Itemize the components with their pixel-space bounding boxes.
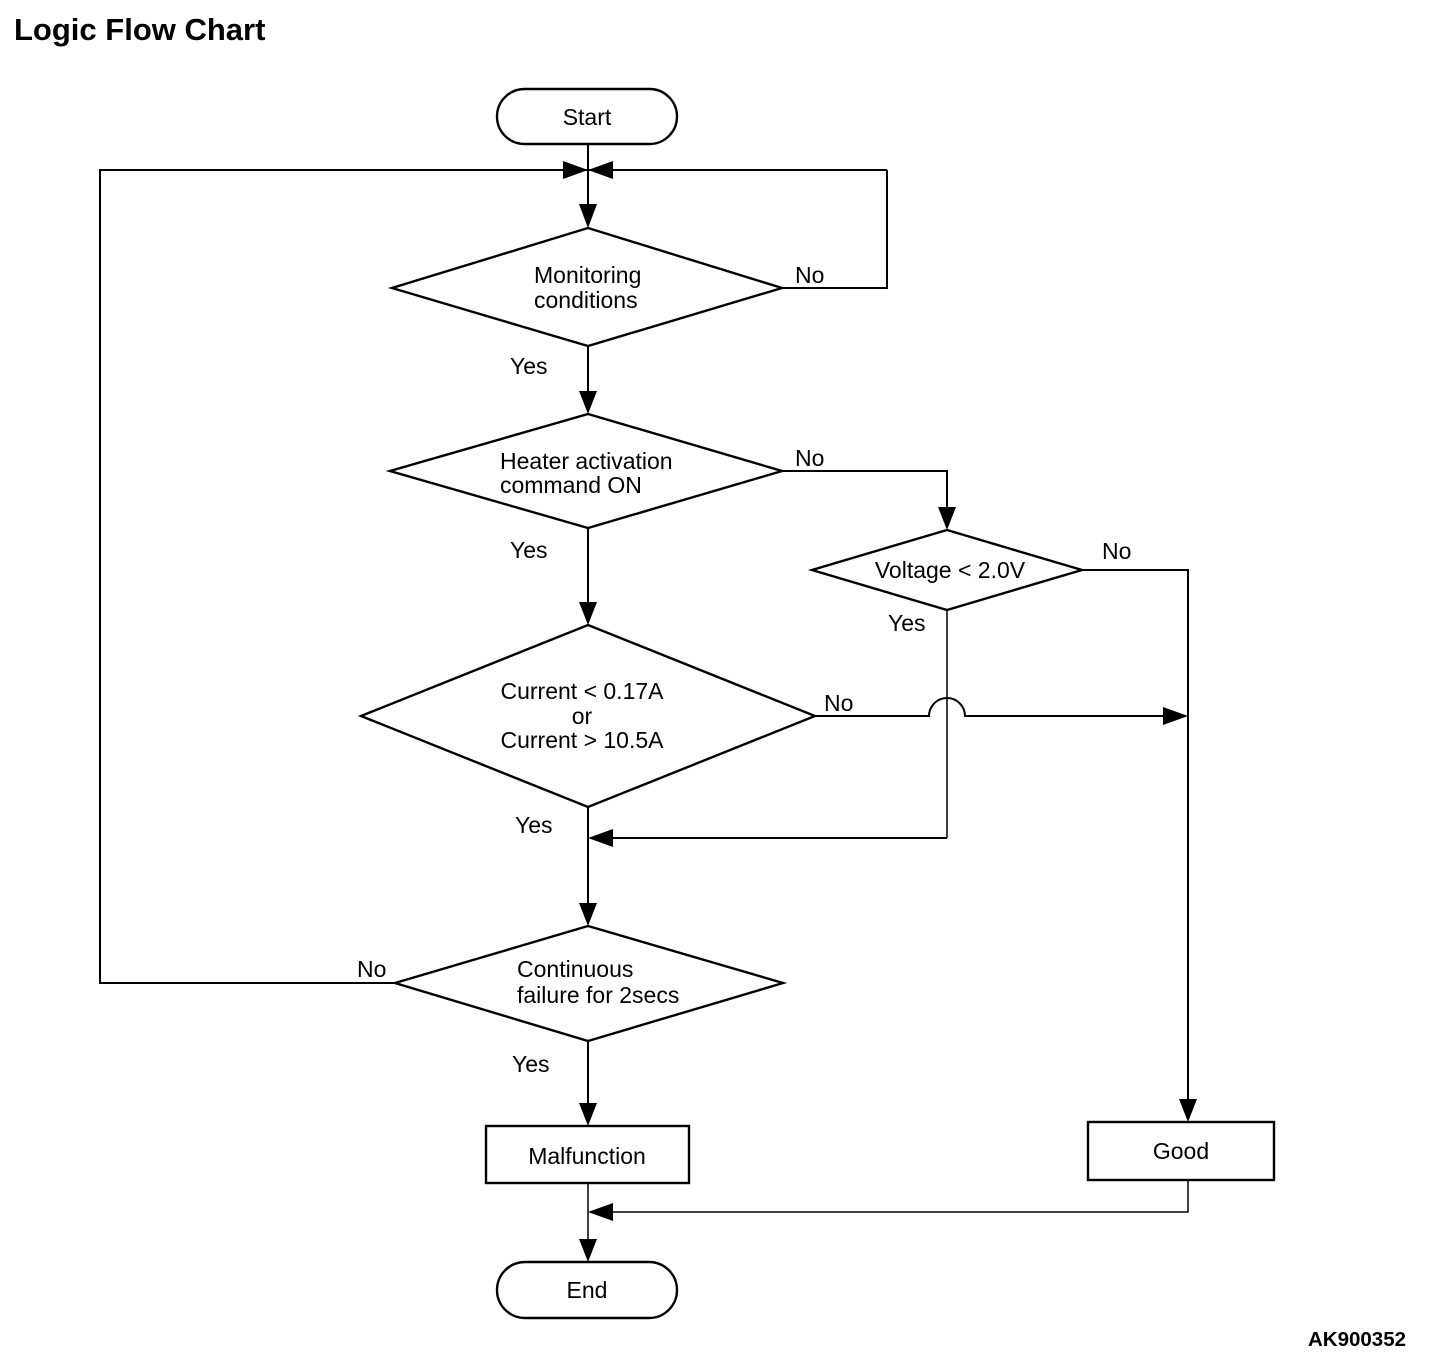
monitoring-no-label: No [795, 262, 824, 288]
arrowhead-into-heater [579, 391, 597, 414]
continuous-decision [390, 924, 788, 1043]
arrowhead-into-good [1179, 1099, 1197, 1122]
edge-continuous-no-loop [99, 169, 887, 984]
arrowhead-into-continuous [579, 903, 597, 926]
figure-code: AK900352 [1308, 1328, 1406, 1351]
heater-decision [385, 412, 787, 530]
edge-heater-no [782, 470, 948, 512]
current-decision [357, 623, 819, 809]
heater-no-label: No [795, 445, 824, 471]
voltage-yes-label: Yes [888, 610, 926, 636]
malfunction-node [484, 1124, 691, 1185]
monitoring-label-line1: Monitoring [534, 262, 641, 288]
monitoring-decision [387, 226, 787, 348]
edge-good-to-merge [612, 1180, 1189, 1213]
current-no-label: No [824, 690, 853, 716]
arrowhead-loop-left-junction [563, 161, 588, 179]
current-label-line1: Current < 0.17A [500, 678, 664, 704]
continuous-yes-label: Yes [512, 1051, 550, 1077]
page-title: Logic Flow Chart [14, 12, 265, 47]
monitoring-yes-label: Yes [510, 353, 548, 379]
start-label: Start [563, 104, 612, 130]
continuous-no-label: No [357, 956, 386, 982]
voltage-decision [807, 528, 1087, 612]
arrowhead-current-no-merge [1163, 707, 1188, 725]
heater-yes-label: Yes [510, 537, 548, 563]
edge-current-no [815, 697, 1166, 717]
edge-monitoring-no-loop [782, 170, 888, 289]
arrowhead-loop-right-junction [588, 161, 613, 179]
heater-label-line1: Heater activation [500, 448, 673, 474]
good-node [1086, 1120, 1276, 1182]
arrowhead-into-current [579, 602, 597, 625]
arrowhead-good-merge [588, 1203, 613, 1221]
start-node [495, 87, 679, 146]
current-yes-label: Yes [515, 812, 553, 838]
voltage-label: Voltage < 2.0V [875, 557, 1026, 583]
continuous-label-line2: failure for 2secs [517, 982, 679, 1008]
end-node [495, 1260, 679, 1320]
current-label-line3: Current > 10.5A [500, 727, 664, 753]
end-label: End [567, 1277, 608, 1303]
arrowhead-into-monitoring [579, 204, 597, 228]
arrowhead-into-malfunction [579, 1103, 597, 1126]
good-label: Good [1153, 1138, 1209, 1164]
edge-voltage-no [1082, 569, 1189, 1104]
arrowhead-voltage-yes-merge [588, 829, 613, 847]
malfunction-label: Malfunction [528, 1143, 646, 1169]
heater-label-line2: command ON [500, 472, 642, 498]
continuous-label-line1: Continuous [517, 956, 633, 982]
arrowhead-into-end [579, 1239, 597, 1262]
current-label-line2: or [572, 703, 593, 729]
arrowhead-into-voltage [938, 507, 956, 530]
voltage-no-label: No [1102, 538, 1131, 564]
monitoring-label-line2: conditions [534, 287, 638, 313]
